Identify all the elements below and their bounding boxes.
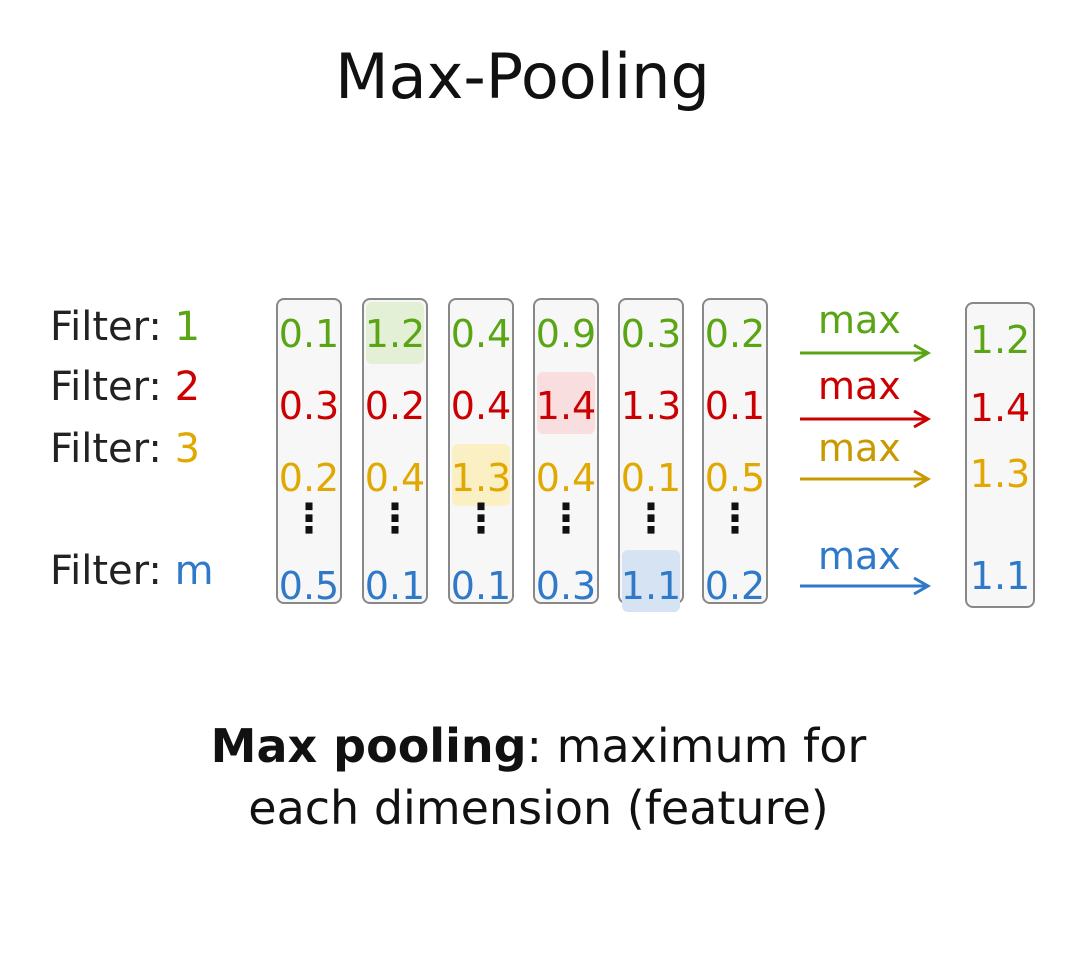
right-arrow-icon — [800, 469, 932, 489]
caption-term: Max pooling — [210, 719, 527, 773]
filter-number: 2 — [174, 364, 201, 410]
value-cell: 1.2 — [364, 312, 426, 356]
max-label: max — [818, 364, 901, 408]
value-cell: 0.4 — [450, 312, 512, 356]
value-cell: 0.4 — [364, 456, 426, 500]
feature-column-3: 0.4 0.4 1.3 ⋮ 0.1 — [448, 298, 514, 608]
feature-column-4: 0.9 1.4 0.4 ⋮ 0.3 — [533, 298, 599, 608]
value-cell: 0.9 — [535, 312, 597, 356]
filter-label-m: Filter: m — [50, 548, 214, 594]
result-cell: 1.1 — [969, 554, 1031, 598]
value-cell: 0.4 — [535, 456, 597, 500]
filter-number: 1 — [174, 304, 201, 350]
caption-line-2: each dimension (feature) — [248, 781, 829, 835]
max-arrow-1: max — [800, 300, 935, 370]
filter-label-1: Filter: 1 — [50, 304, 200, 350]
value-cell: 0.2 — [364, 384, 426, 428]
caption: Max pooling: maximum for each dimension … — [0, 715, 1077, 839]
max-highlight — [452, 444, 510, 506]
caption-text: : maximum for — [526, 719, 867, 773]
vertical-ellipsis: ⋮ — [289, 496, 329, 542]
value-cell: 1.3 — [450, 456, 512, 500]
vertical-ellipsis: ⋮ — [375, 496, 415, 542]
filter-label-2: Filter: 2 — [50, 364, 200, 410]
value-cell: 0.1 — [450, 564, 512, 608]
feature-column-6: 0.2 0.1 0.5 ⋮ 0.2 — [702, 298, 768, 608]
value-cell: 0.5 — [704, 456, 766, 500]
value-cell: 0.3 — [535, 564, 597, 608]
vertical-ellipsis: ⋮ — [461, 496, 501, 542]
value-cell: 0.2 — [278, 456, 340, 500]
max-highlight — [537, 372, 595, 434]
vertical-ellipsis: ⋮ — [631, 496, 671, 542]
right-arrow-icon — [800, 576, 932, 596]
filter-prefix: Filter: — [50, 364, 175, 410]
max-label: max — [818, 298, 901, 342]
value-cell: 0.2 — [704, 564, 766, 608]
right-arrow-icon — [800, 409, 932, 429]
feature-column-2: 1.2 0.2 0.4 ⋮ 0.1 — [362, 298, 428, 608]
result-cell: 1.4 — [969, 386, 1031, 430]
value-cell: 0.2 — [704, 312, 766, 356]
vertical-ellipsis: ⋮ — [715, 496, 755, 542]
feature-column-1: 0.1 0.3 0.2 ⋮ 0.5 — [276, 298, 342, 608]
value-cell: 0.5 — [278, 564, 340, 608]
max-arrow-m: max — [800, 536, 935, 606]
value-cell: 0.4 — [450, 384, 512, 428]
filter-prefix: Filter: — [50, 426, 175, 472]
filter-prefix: Filter: — [50, 548, 175, 594]
value-cell: 0.1 — [704, 384, 766, 428]
value-cell: 0.1 — [278, 312, 340, 356]
max-arrow-2: max — [800, 366, 935, 436]
filter-label-3: Filter: 3 — [50, 426, 200, 472]
vertical-ellipsis: ⋮ — [546, 496, 586, 542]
value-cell: 0.3 — [278, 384, 340, 428]
max-arrow-3: max — [800, 428, 935, 498]
value-cell: 0.1 — [620, 456, 682, 500]
feature-column-5: 0.3 1.3 0.1 ⋮ 1.1 — [618, 298, 684, 612]
diagram-title: Max-Pooling — [335, 40, 710, 113]
caption-line-1: Max pooling: maximum for — [0, 715, 1077, 777]
value-cell: 1.1 — [620, 564, 682, 608]
filter-prefix: Filter: — [50, 304, 175, 350]
result-cell: 1.3 — [969, 452, 1031, 496]
max-label: max — [818, 534, 901, 578]
max-highlight — [366, 302, 424, 364]
pooled-result-column: 1.2 1.4 1.3 1.1 — [965, 302, 1035, 608]
result-cell: 1.2 — [969, 318, 1031, 362]
max-highlight — [622, 550, 680, 612]
value-cell: 0.3 — [620, 312, 682, 356]
filter-number: m — [174, 548, 214, 594]
filter-number: 3 — [174, 426, 201, 472]
max-label: max — [818, 426, 901, 470]
value-cell: 0.1 — [364, 564, 426, 608]
value-cell: 1.4 — [535, 384, 597, 428]
right-arrow-icon — [800, 343, 932, 363]
value-cell: 1.3 — [620, 384, 682, 428]
